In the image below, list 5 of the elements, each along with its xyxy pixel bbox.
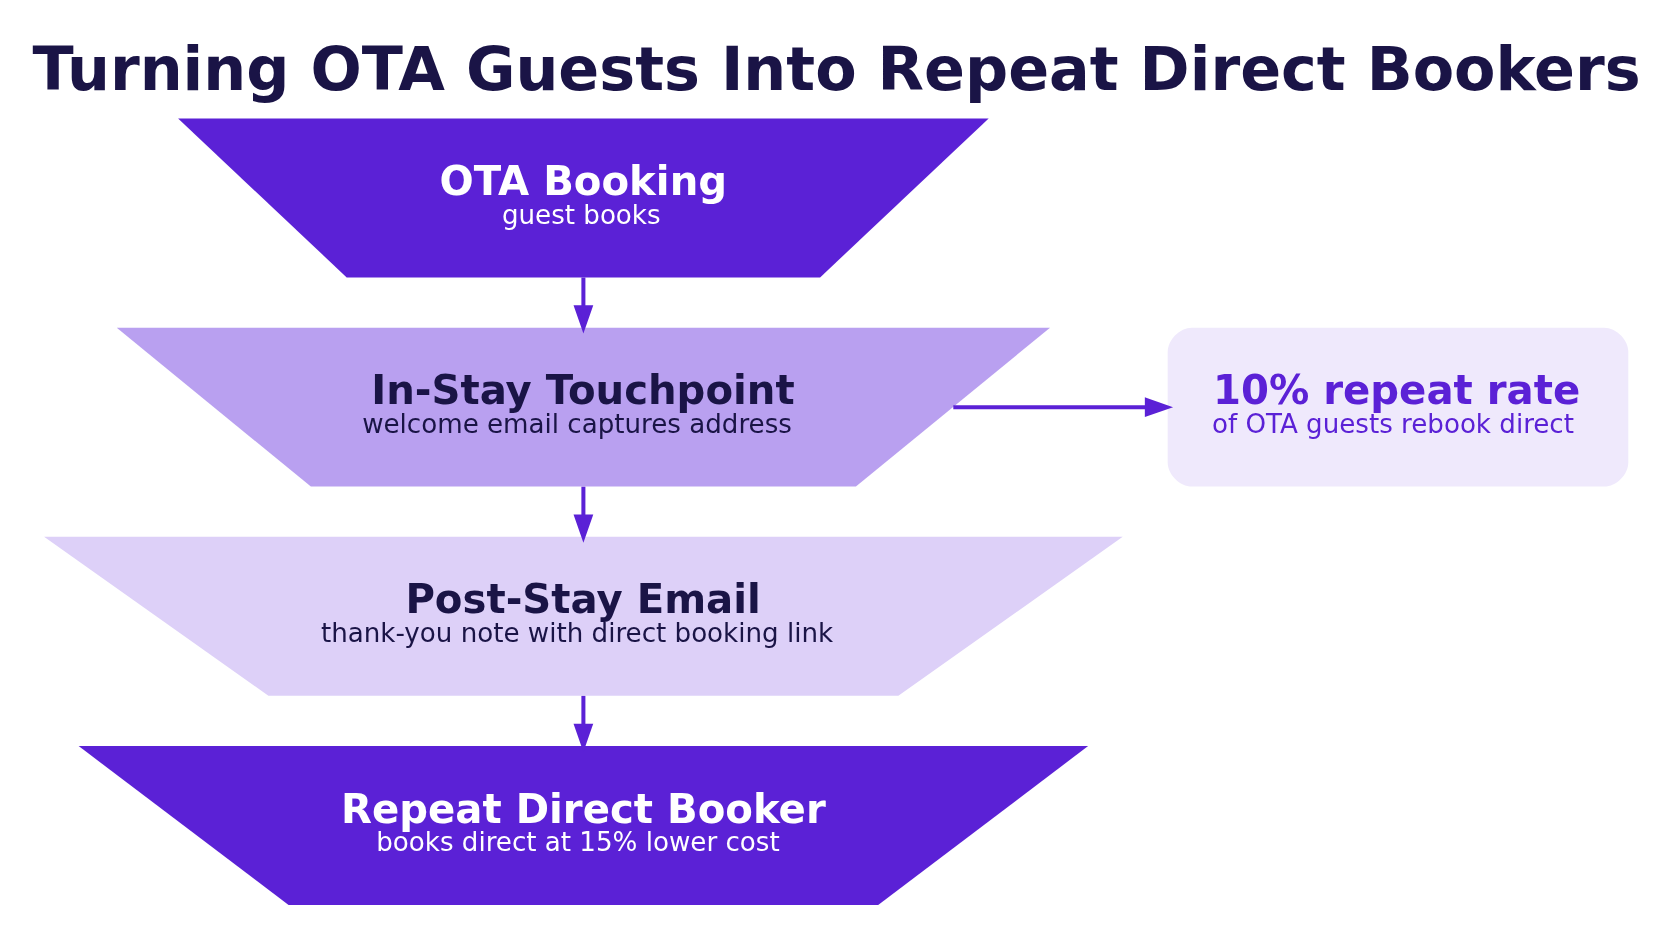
arrow <box>953 397 1174 417</box>
arrow <box>573 277 594 334</box>
diagram-title: Turning OTA Guests Into Repeat Direct Bookers <box>32 34 1641 105</box>
node-box: 10% repeat rate of OTA guests rebook direct <box>1167 327 1629 487</box>
arrow <box>573 486 594 543</box>
